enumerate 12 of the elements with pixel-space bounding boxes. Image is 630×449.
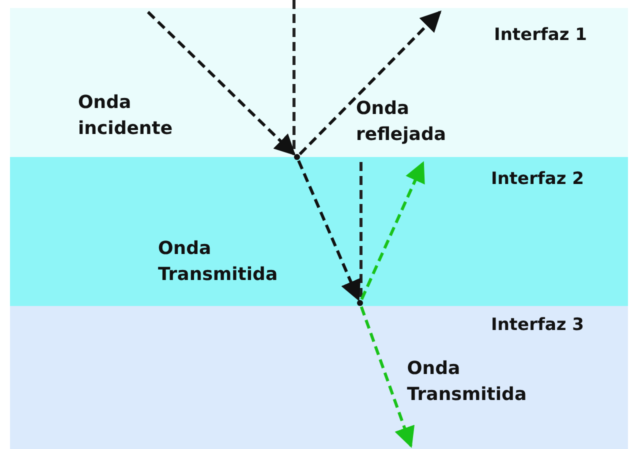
interface-label: Interfaz 1 [494,24,587,47]
wave-arrow [298,10,442,156]
wave-label: Onda incidente [78,91,174,141]
wave-label: Onda Transmitida [407,357,528,407]
wave-arrow [360,306,415,448]
interface-label: Interfaz 2 [491,168,584,191]
interface-label: Interfaz 3 [491,314,584,337]
wave-label: Onda Transmitida [158,237,279,287]
wave-arrow [360,161,425,300]
wave-arrow [146,10,296,156]
wave-arrow [297,160,361,302]
wave-label: Onda reflejada [356,97,447,147]
